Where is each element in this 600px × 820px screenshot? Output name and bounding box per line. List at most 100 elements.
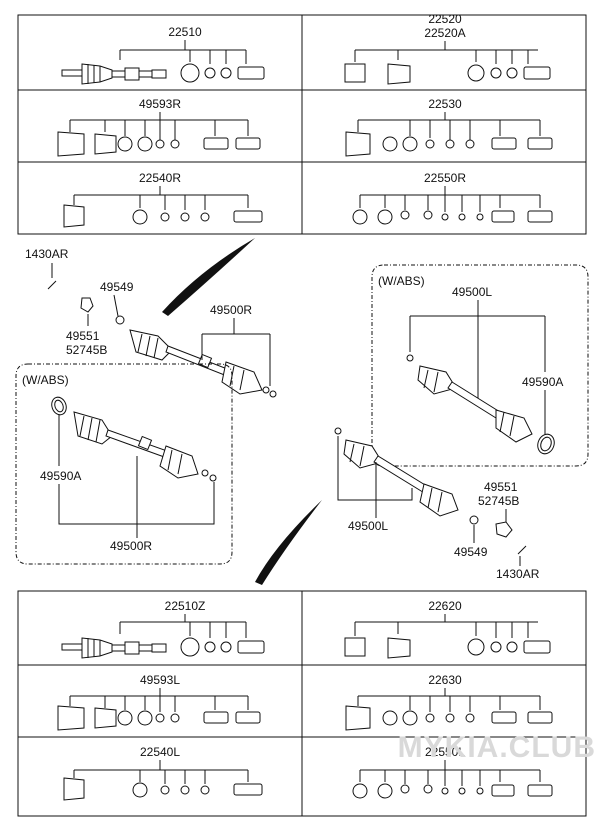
cv-shaft-assembly-icon [61, 63, 167, 85]
panel-22550R[interactable]: 22550R [352, 171, 553, 225]
washer-icon [406, 354, 414, 362]
part-label: 49500L [452, 285, 492, 299]
boot-icon [345, 131, 371, 157]
left-drive-shaft-group[interactable]: 49500L 49551 52745B 49549 1430AR [334, 427, 540, 581]
drive-shaft-icon [129, 329, 277, 398]
part-icon [423, 210, 433, 220]
grease-tube-icon [237, 640, 265, 654]
abs-box-title: (W/ABS) [378, 274, 425, 288]
grease-tube-icon [527, 137, 553, 150]
panel-22540L[interactable]: 22540L [63, 745, 263, 801]
boot-icon [387, 637, 411, 659]
part-icon [425, 713, 435, 723]
cv-shaft-assembly-icon [61, 637, 167, 659]
washer-icon [469, 515, 479, 525]
top-parts-table: 22510 22520 22520A [17, 12, 587, 235]
part-icon [425, 139, 435, 149]
grease-tube-icon [491, 711, 517, 724]
panel-22530[interactable]: 22530 [345, 97, 553, 157]
tripod-joint-icon [344, 637, 366, 657]
panel-22630[interactable]: 22630 [345, 673, 553, 731]
panel-49593R[interactable]: 49593R [57, 97, 261, 157]
part-icon [200, 212, 210, 222]
panel-22510[interactable]: 22510 [61, 25, 265, 85]
part-label: 49590A [40, 469, 81, 483]
part-icon [137, 710, 153, 726]
part-icon [220, 641, 232, 653]
boot-icon [57, 131, 85, 157]
boot-icon [94, 707, 117, 729]
part-icon [400, 210, 410, 220]
drive-shaft-icon [417, 365, 533, 443]
grease-tube-icon [491, 784, 515, 797]
part-icon [160, 212, 170, 222]
part-label: 52745B [478, 494, 519, 508]
panel-22540R[interactable]: 22540R [63, 171, 263, 228]
part-label: 22540R [139, 171, 181, 185]
part-icon [377, 783, 393, 799]
grease-tube-icon [527, 711, 553, 724]
part-icon [467, 64, 485, 82]
abs-box-right[interactable]: (W/ABS) 49590A 49500R [15, 363, 233, 565]
part-icon [382, 710, 398, 726]
bottom-parts-table: 22510Z 22620 [17, 590, 587, 817]
part-label: 1430AR [25, 247, 69, 261]
part-label: 49551 [484, 480, 518, 494]
panel-22510Z[interactable]: 22510Z [61, 599, 265, 659]
grease-tube-icon [203, 137, 229, 150]
part-label: 49500R [210, 303, 252, 317]
grease-tube-icon [523, 66, 551, 80]
part-icon [352, 209, 368, 225]
part-icon [402, 136, 418, 152]
part-label: 52745B [66, 343, 107, 357]
part-icon [402, 710, 418, 726]
washer-icon [115, 315, 125, 325]
part-icon [160, 785, 170, 795]
right-drive-shaft-group[interactable]: 1430AR 49549 49551 52745B 49500R [25, 247, 277, 398]
panel-22620[interactable]: 22620 [344, 599, 551, 659]
part-label: 22530 [428, 97, 462, 111]
part-label: 22630 [428, 673, 462, 687]
tripod-joint-icon [344, 63, 366, 83]
part-label: 49500L [348, 519, 388, 533]
part-label: 49593L [140, 673, 180, 687]
drive-shaft-icon [73, 411, 217, 482]
part-label: 22620 [428, 599, 462, 613]
part-icon [490, 67, 502, 79]
grease-tube-icon [523, 640, 551, 654]
boot-icon [94, 133, 117, 155]
part-label: 49590A [522, 375, 563, 389]
panel-22550L[interactable]: 22550L [352, 745, 553, 799]
part-icon [382, 136, 398, 152]
part-icon [441, 787, 449, 795]
part-icon [200, 785, 210, 795]
direction-arrow-icon [162, 238, 255, 316]
part-icon [458, 213, 466, 221]
bolt-icon [47, 280, 57, 290]
part-label: 49500R [110, 539, 152, 553]
grease-tube-icon [203, 711, 229, 724]
part-icon [377, 209, 393, 225]
bolt-icon [517, 545, 527, 555]
panel-49593L[interactable]: 49593L [57, 673, 261, 731]
part-label: 22520A [424, 26, 465, 40]
part-icon [155, 713, 165, 723]
part-icon [506, 641, 518, 653]
part-icon [400, 784, 410, 794]
part-icon [170, 713, 180, 723]
panel-22520[interactable]: 22520 22520A [344, 12, 551, 85]
washer-icon [334, 427, 342, 435]
grease-tube-icon [235, 711, 261, 724]
part-label: 22520 [428, 12, 462, 26]
part-icon [180, 785, 190, 795]
part-label: 22540L [140, 745, 180, 759]
boot-icon [57, 705, 85, 731]
part-icon [458, 787, 466, 795]
abs-box-left[interactable]: (W/ABS) 49500L 49590A [371, 264, 589, 467]
part-icon [132, 209, 148, 225]
grease-tube-icon [527, 784, 553, 797]
abs-box-title: (W/ABS) [22, 373, 69, 387]
direction-arrow-icon [255, 500, 322, 585]
grease-tube-icon [491, 210, 515, 223]
